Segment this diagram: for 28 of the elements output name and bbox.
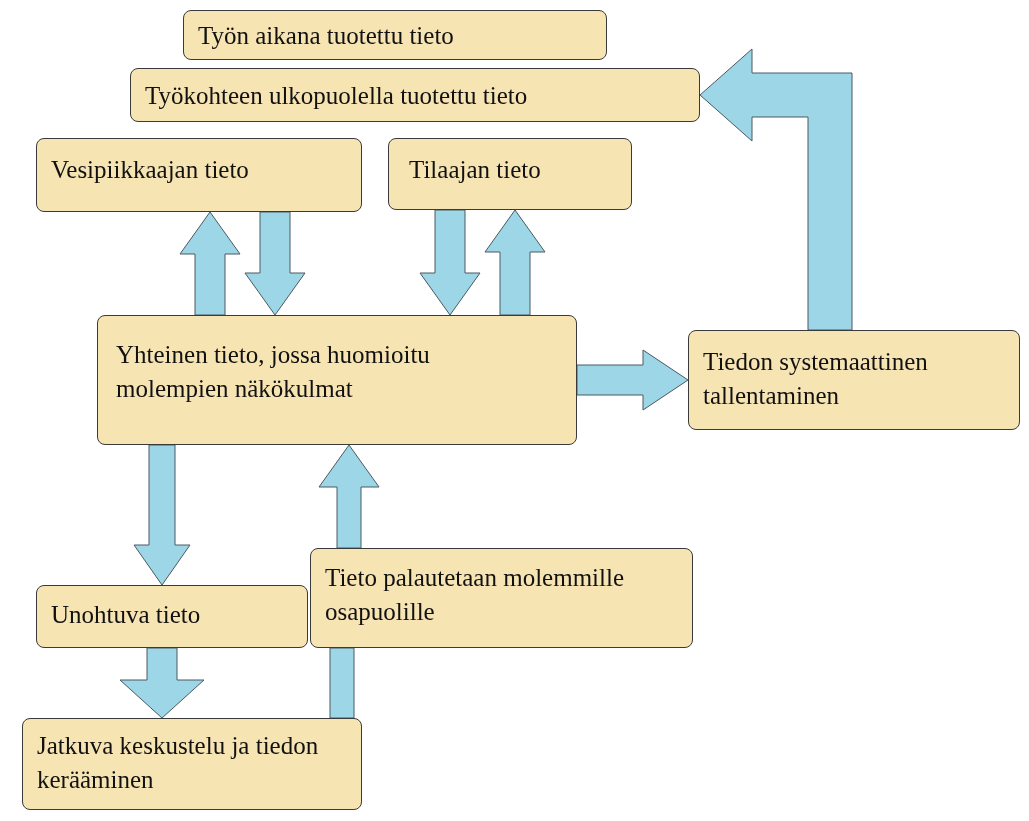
process-box	[130, 68, 700, 122]
process-box	[36, 138, 362, 212]
block-arrow	[179, 211, 241, 316]
block-arrow	[329, 647, 355, 719]
box-text: Vesipiikkaajan tieto	[51, 155, 250, 185]
box-text: Työn aikana tuotettu tieto	[198, 21, 455, 51]
process-box	[183, 10, 607, 60]
box-text: Jatkuva keskustelu ja tiedon kerääminen	[37, 731, 320, 795]
block-arrow	[119, 647, 205, 719]
box-text: Yhteinen tieto, jossa huomioitu molempien näkökulmat	[116, 340, 431, 404]
box-text: Tiedon systemaattinen tallentaminen	[703, 347, 929, 411]
process-box	[97, 315, 577, 445]
block-arrow	[699, 48, 853, 331]
block-arrow	[419, 209, 481, 316]
box-text: Unohtuva tieto	[51, 600, 202, 630]
process-box	[388, 138, 632, 210]
block-arrow	[133, 444, 191, 586]
block-arrow	[576, 349, 689, 411]
box-text: Tilaajan tieto	[409, 155, 542, 185]
process-box	[22, 718, 362, 810]
process-box	[36, 585, 308, 648]
box-text: Tieto palautetaan molemmille osapuolille	[325, 563, 625, 627]
block-arrow	[484, 209, 546, 316]
process-box	[310, 548, 693, 648]
process-box	[688, 330, 1020, 430]
block-arrow	[244, 211, 306, 316]
block-arrow	[318, 444, 380, 549]
box-text: Työkohteen ulkopuolella tuotettu tieto	[145, 81, 529, 111]
